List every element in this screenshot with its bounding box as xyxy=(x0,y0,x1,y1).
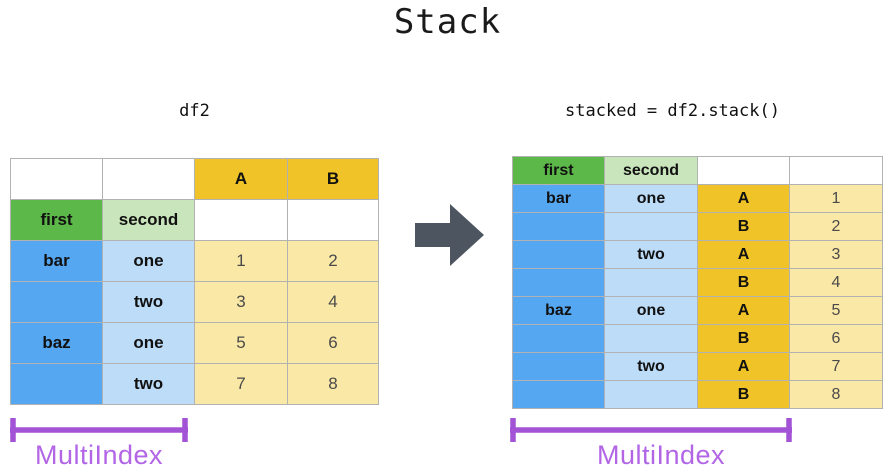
table-cell xyxy=(605,381,697,408)
table-cell: first xyxy=(513,157,604,184)
table-cell xyxy=(513,381,604,408)
table-cell: A xyxy=(698,241,789,268)
right-multiindex-label: MultiIndex xyxy=(596,440,726,470)
table-cell: 8 xyxy=(790,381,882,408)
table-cell xyxy=(103,159,194,199)
table-cell: 7 xyxy=(790,353,882,380)
table-cell: 1 xyxy=(195,241,287,281)
table-cell: A xyxy=(195,159,287,199)
table-cell xyxy=(11,364,102,404)
table-cell: 8 xyxy=(288,364,378,404)
right-multiindex-bracket xyxy=(510,418,792,442)
table-cell: 2 xyxy=(288,241,378,281)
table-cell xyxy=(11,159,102,199)
table-cell xyxy=(513,325,604,352)
table-cell: B xyxy=(698,213,789,240)
table-cell: 7 xyxy=(195,364,287,404)
table-cell: bar xyxy=(513,185,604,212)
table-cell: A xyxy=(698,185,789,212)
left-table-label: df2 xyxy=(179,101,210,121)
right-table-label: stacked = df2.stack() xyxy=(565,101,780,121)
table-cell: second xyxy=(605,157,697,184)
table-cell: one xyxy=(103,323,194,363)
table-cell: 1 xyxy=(790,185,882,212)
left-multiindex-bracket xyxy=(10,418,188,442)
left-multiindex-label: MultiIndex xyxy=(34,440,164,470)
table-cell: A xyxy=(698,353,789,380)
table-cell xyxy=(605,325,697,352)
table-cell: two xyxy=(103,364,194,404)
table-cell: B xyxy=(698,269,789,296)
table-cell: 5 xyxy=(195,323,287,363)
table-cell: two xyxy=(605,353,697,380)
table-cell: one xyxy=(605,297,697,324)
table-cell xyxy=(605,213,697,240)
table-cell xyxy=(288,200,378,240)
table-cell: two xyxy=(605,241,697,268)
table-cell xyxy=(195,200,287,240)
table-cell xyxy=(698,157,789,184)
table-cell xyxy=(605,269,697,296)
transform-arrow-icon xyxy=(415,204,484,266)
table-cell: baz xyxy=(513,297,604,324)
table-cell: B xyxy=(698,325,789,352)
table-cell xyxy=(513,269,604,296)
table-cell: two xyxy=(103,282,194,322)
table-cell: one xyxy=(605,185,697,212)
table-cell xyxy=(513,213,604,240)
table-cell: second xyxy=(103,200,194,240)
diagram-title: Stack xyxy=(393,2,502,42)
table-cell: bar xyxy=(11,241,102,281)
table-cell: 2 xyxy=(790,213,882,240)
table-cell: 3 xyxy=(195,282,287,322)
table-cell: first xyxy=(11,200,102,240)
table-cell: baz xyxy=(11,323,102,363)
table-cell: 6 xyxy=(288,323,378,363)
table-cell xyxy=(790,157,882,184)
table-cell: 5 xyxy=(790,297,882,324)
table-cell xyxy=(513,353,604,380)
table-cell: B xyxy=(698,381,789,408)
table-cell: A xyxy=(698,297,789,324)
table-cell: 3 xyxy=(790,241,882,268)
table-cell: 4 xyxy=(288,282,378,322)
table-cell: B xyxy=(288,159,378,199)
arrow-shape xyxy=(415,204,484,266)
table-cell: one xyxy=(103,241,194,281)
table-cell: 6 xyxy=(790,325,882,352)
table-cell: 4 xyxy=(790,269,882,296)
table-cell xyxy=(11,282,102,322)
table-cell xyxy=(513,241,604,268)
